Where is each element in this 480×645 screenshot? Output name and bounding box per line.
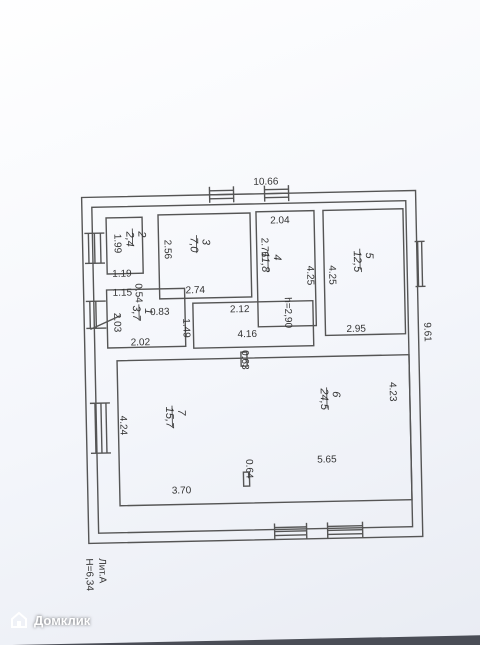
dim-4-23: 4.23 — [387, 382, 398, 402]
dim-3-70: 3.70 — [172, 485, 192, 496]
total-height-label: H=6,34 — [83, 558, 95, 591]
room-5-number: 5 — [363, 252, 375, 259]
dim-1-49: 1.49 — [180, 318, 191, 338]
watermark-text: Домклик — [34, 613, 90, 628]
room-5-area: 12,5 — [351, 251, 363, 274]
house-logo-icon — [10, 611, 28, 629]
dim-2-04: 2.04 — [270, 215, 290, 226]
dim-5-65: 5.65 — [317, 454, 337, 465]
dim-4-24: 4.24 — [117, 416, 128, 436]
dim-1-15: 1.15 — [113, 287, 133, 298]
room-7-number: 7 — [175, 409, 187, 416]
room-6-7-walls — [117, 355, 412, 506]
room-6-number: 6 — [330, 391, 342, 398]
dim-2-03: 2.03 — [111, 313, 122, 333]
dim-height-room-4: h=2,90 — [282, 297, 294, 329]
domclick-watermark: Домклик — [10, 606, 90, 634]
dim-2-56: 2.56 — [162, 240, 173, 260]
dim-2-74: 2.74 — [185, 285, 205, 296]
dim-0-54: 0.54 — [132, 283, 143, 303]
room-3-area: 7,0 — [187, 237, 199, 253]
room-3-number: 3 — [200, 239, 212, 246]
room-1-area: 3,7 — [130, 305, 142, 321]
dim-2-95: 2.95 — [346, 324, 366, 335]
dim-2-76: 2.76 — [258, 238, 269, 258]
corridor-walls — [193, 301, 314, 349]
dim-4-25-b: 4.25 — [326, 265, 337, 285]
dim-overall-depth: 9.61 — [421, 322, 432, 342]
dim-4-16: 4.16 — [237, 329, 257, 340]
dim-2-02: 2.02 — [131, 337, 151, 348]
room-6-area: 24,5 — [318, 387, 330, 411]
dim-1-19: 1.19 — [112, 268, 132, 279]
dim-overall-width: 10.66 — [253, 176, 279, 188]
dim-2-12: 2.12 — [230, 304, 250, 315]
dim-4-25-a: 4.25 — [304, 266, 315, 286]
room-4-number: 4 — [271, 254, 283, 260]
outer-wall-inner — [92, 201, 413, 534]
dim-0-83: 0.83 — [150, 307, 170, 318]
title-block: Лит.А H=6,34 — [83, 558, 108, 591]
room-2-area: 2,4 — [123, 230, 135, 247]
room-7-area: 15,7 — [163, 407, 175, 430]
litera-label: Лит.А — [96, 558, 108, 584]
room-2-number: 2 — [135, 230, 147, 237]
dimension-labels: 10.66 9.61 2.04 1.99 2.56 2.76 4.25 4.25… — [108, 173, 436, 498]
dim-1-99: 1.99 — [111, 234, 122, 254]
dim-0-63: 0.63 — [239, 350, 250, 370]
dim-0-64: 0.64 — [243, 459, 254, 479]
